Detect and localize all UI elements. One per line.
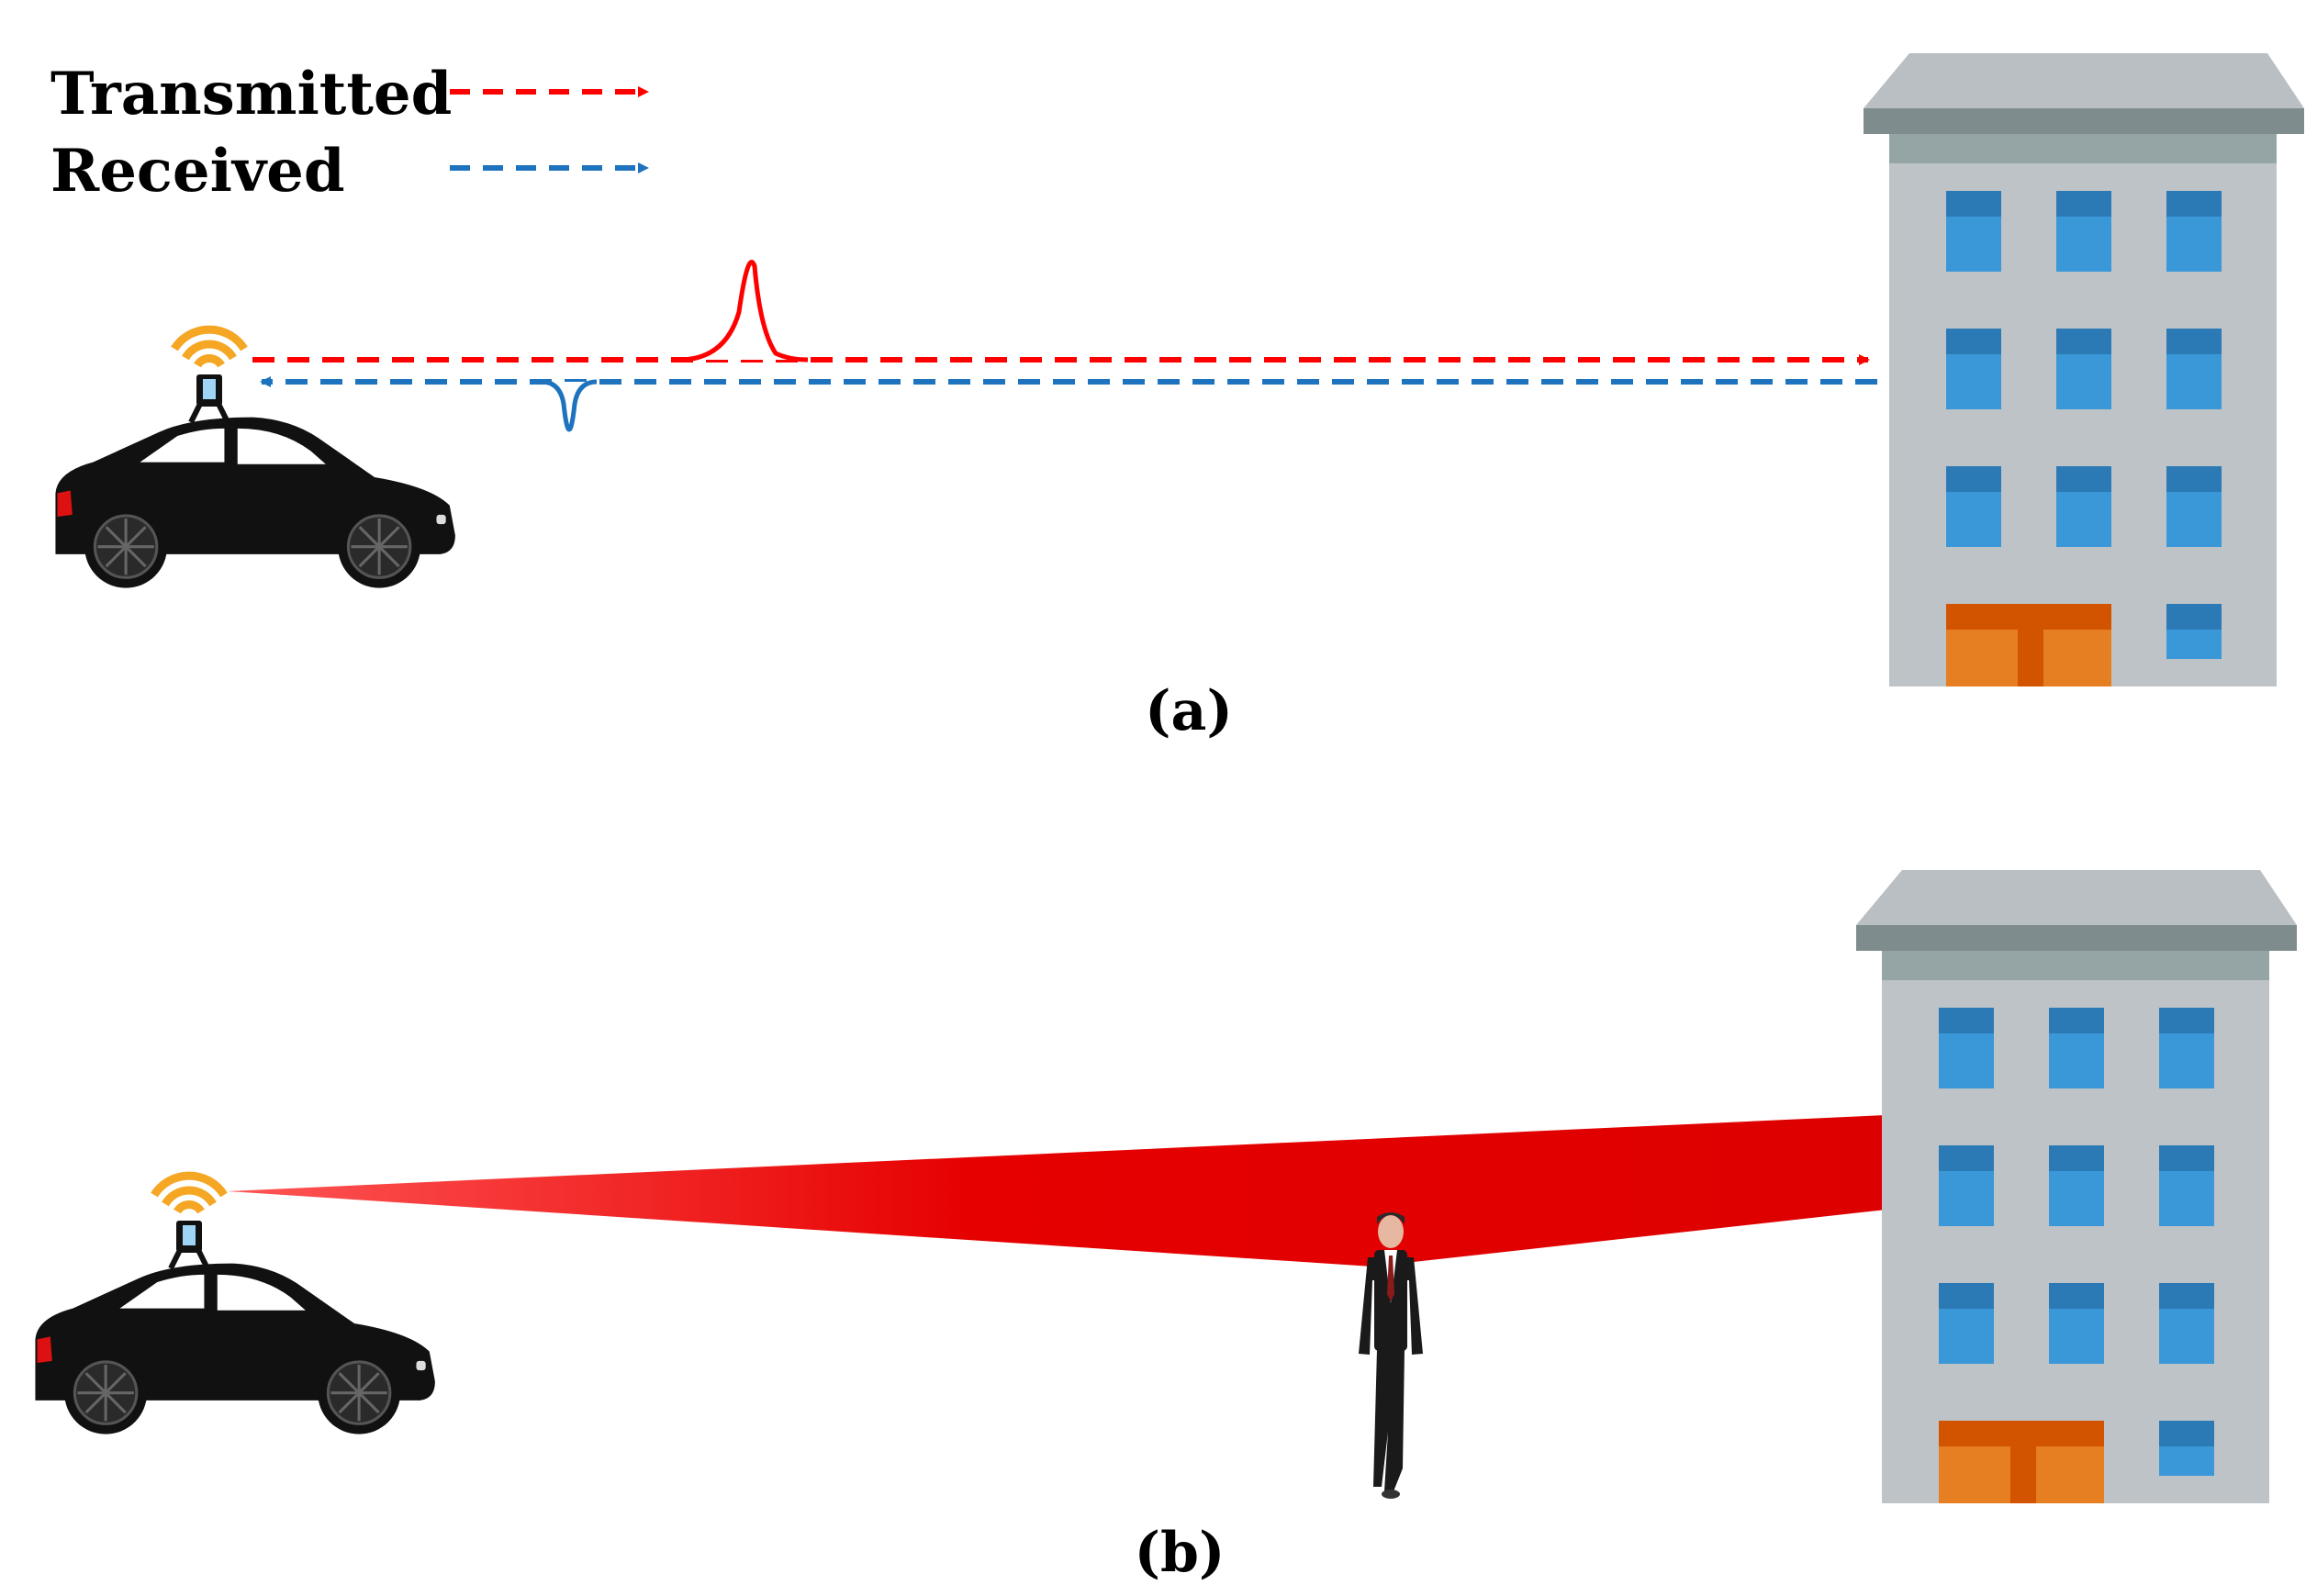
building-icon: [1856, 870, 2297, 1503]
building-icon: [1864, 53, 2304, 686]
panel-a: (a): [53, 53, 2304, 743]
transmitted-pulse: [678, 260, 809, 363]
legend: Transmitted Received: [50, 60, 649, 206]
car-icon: [33, 1262, 437, 1436]
legend-received-label: Received: [50, 137, 345, 206]
car-icon: [53, 416, 457, 590]
panel-a-label: (a): [1145, 679, 1233, 743]
legend-transmitted-label: Transmitted: [50, 60, 452, 128]
panel-b-label: (b): [1135, 1521, 1226, 1585]
wifi-antenna-icon: [174, 329, 244, 422]
person-icon: [1359, 1212, 1423, 1499]
radar-beam: [228, 1115, 1886, 1267]
received-pulse: [541, 379, 598, 432]
panel-b: (b): [33, 870, 2297, 1585]
wifi-antenna-icon: [154, 1176, 224, 1268]
